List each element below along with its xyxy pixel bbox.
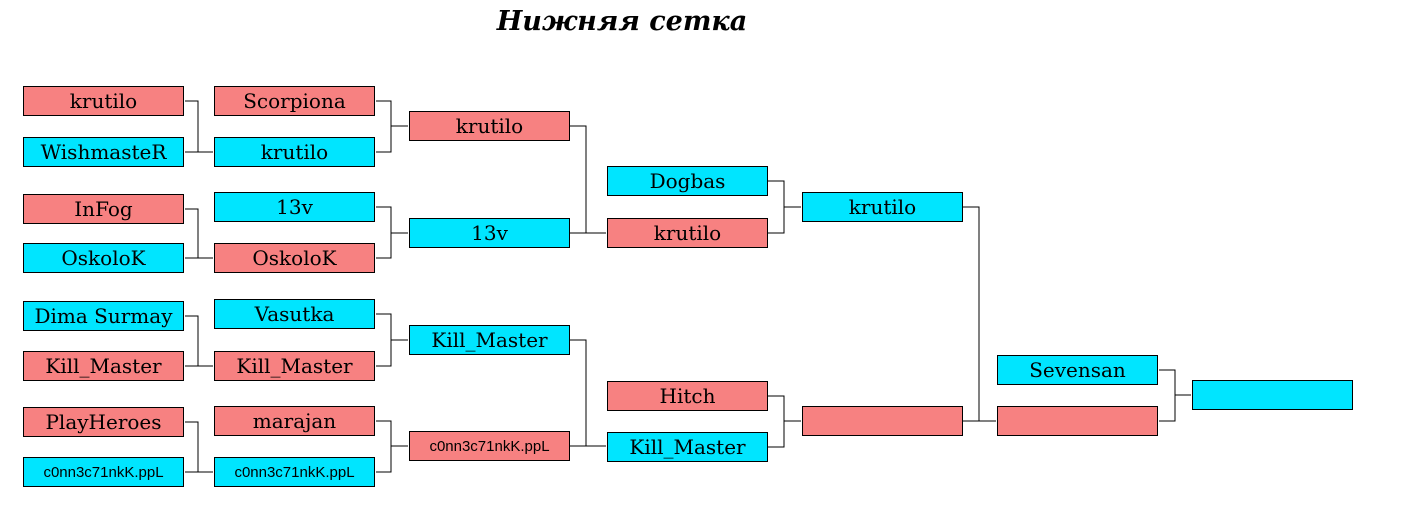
round3-slot-2: 13v	[409, 218, 570, 248]
round3-slot-4: c0nn3c71nkK.ppL	[409, 431, 570, 461]
round2-slot-4: OskoloK	[214, 243, 375, 273]
round2-slot-6: Kill_Master	[214, 351, 375, 381]
round4-slot-3: Hitch	[607, 381, 768, 411]
round4-slot-1: Dogbas	[607, 166, 768, 196]
final-slot	[1192, 380, 1353, 410]
round4-slot-2: krutilo	[607, 218, 768, 248]
round2-slot-8: c0nn3c71nkK.ppL	[214, 457, 375, 487]
round1-slot-8: c0nn3c71nkK.ppL	[23, 457, 184, 487]
round1-slot-2: WishmasteR	[23, 137, 184, 167]
round1-slot-3: InFog	[23, 194, 184, 224]
round1-slot-1: krutilo	[23, 86, 184, 116]
round2-slot-2: krutilo	[214, 137, 375, 167]
round2-slot-5: Vasutka	[214, 299, 375, 329]
round4-slot-4: Kill_Master	[607, 432, 768, 462]
round2-slot-3: 13v	[214, 192, 375, 222]
round1-slot-7: PlayHeroes	[23, 407, 184, 437]
round3-slot-1: krutilo	[409, 111, 570, 141]
round6-slot-1: Sevensan	[997, 355, 1158, 385]
round2-slot-7: marajan	[214, 406, 375, 436]
round5-slot-1: krutilo	[802, 192, 963, 222]
round1-slot-6: Kill_Master	[23, 351, 184, 381]
round1-slot-4: OskoloK	[23, 243, 184, 273]
round3-slot-3: Kill_Master	[409, 325, 570, 355]
round1-slot-5: Dima Surmay	[23, 301, 184, 331]
round5-slot-2	[802, 406, 963, 436]
bracket-title: Нижняя сетка	[496, 6, 748, 37]
round6-slot-2	[997, 406, 1158, 436]
round2-slot-1: Scorpiona	[214, 86, 375, 116]
